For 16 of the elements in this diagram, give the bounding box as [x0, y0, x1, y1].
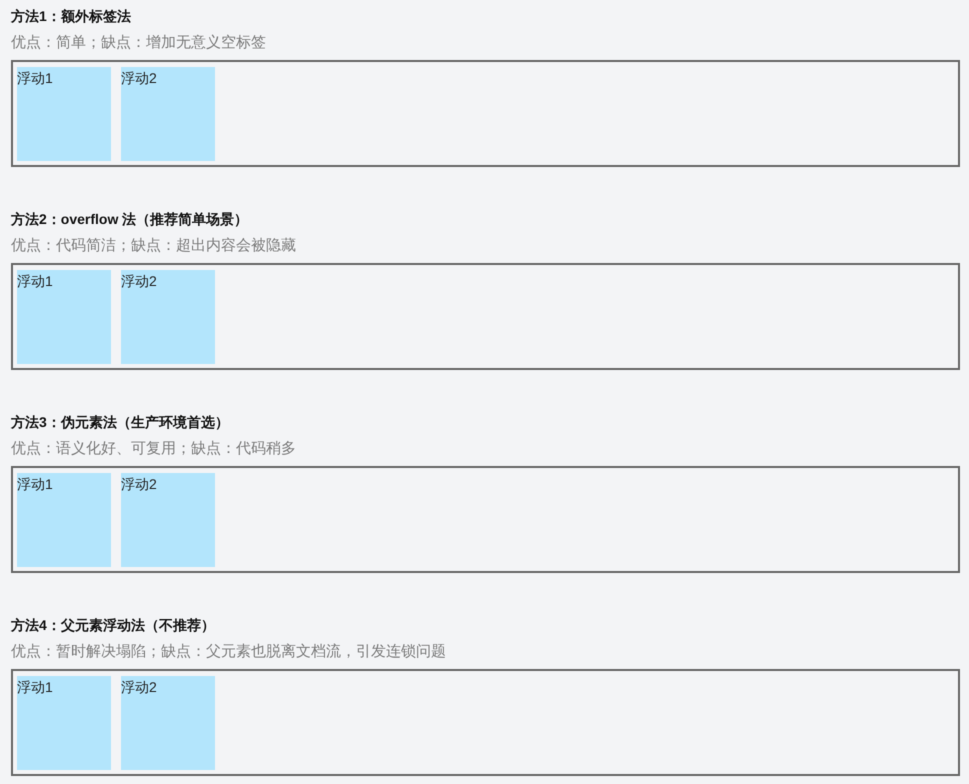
- float-box: 浮动2: [121, 473, 215, 567]
- float-box: 浮动1: [17, 676, 111, 770]
- section-title: 方法4：父元素浮动法（不推荐）: [11, 616, 215, 635]
- float-box: 浮动1: [17, 67, 111, 161]
- section-title: 方法3：伪元素法（生产环境首选）: [11, 413, 229, 432]
- float-box: 浮动1: [17, 270, 111, 364]
- float-box: 浮动2: [121, 270, 215, 364]
- pros-cons-text: 优点：简单；缺点：增加无意义空标签: [11, 33, 266, 53]
- float-box: 浮动1: [17, 473, 111, 567]
- pros-cons-text: 优点：语义化好、可复用；缺点：代码稍多: [11, 439, 296, 459]
- section-title: 方法2：overflow 法（推荐简单场景）: [11, 210, 248, 229]
- float-box: 浮动2: [121, 676, 215, 770]
- section-title: 方法1：额外标签法: [11, 7, 131, 26]
- pros-cons-text: 优点：代码简洁；缺点：超出内容会被隐藏: [11, 236, 296, 256]
- float-box: 浮动2: [121, 67, 215, 161]
- pros-cons-text: 优点：暂时解决塌陷；缺点：父元素也脱离文档流，引发连锁问题: [11, 642, 446, 662]
